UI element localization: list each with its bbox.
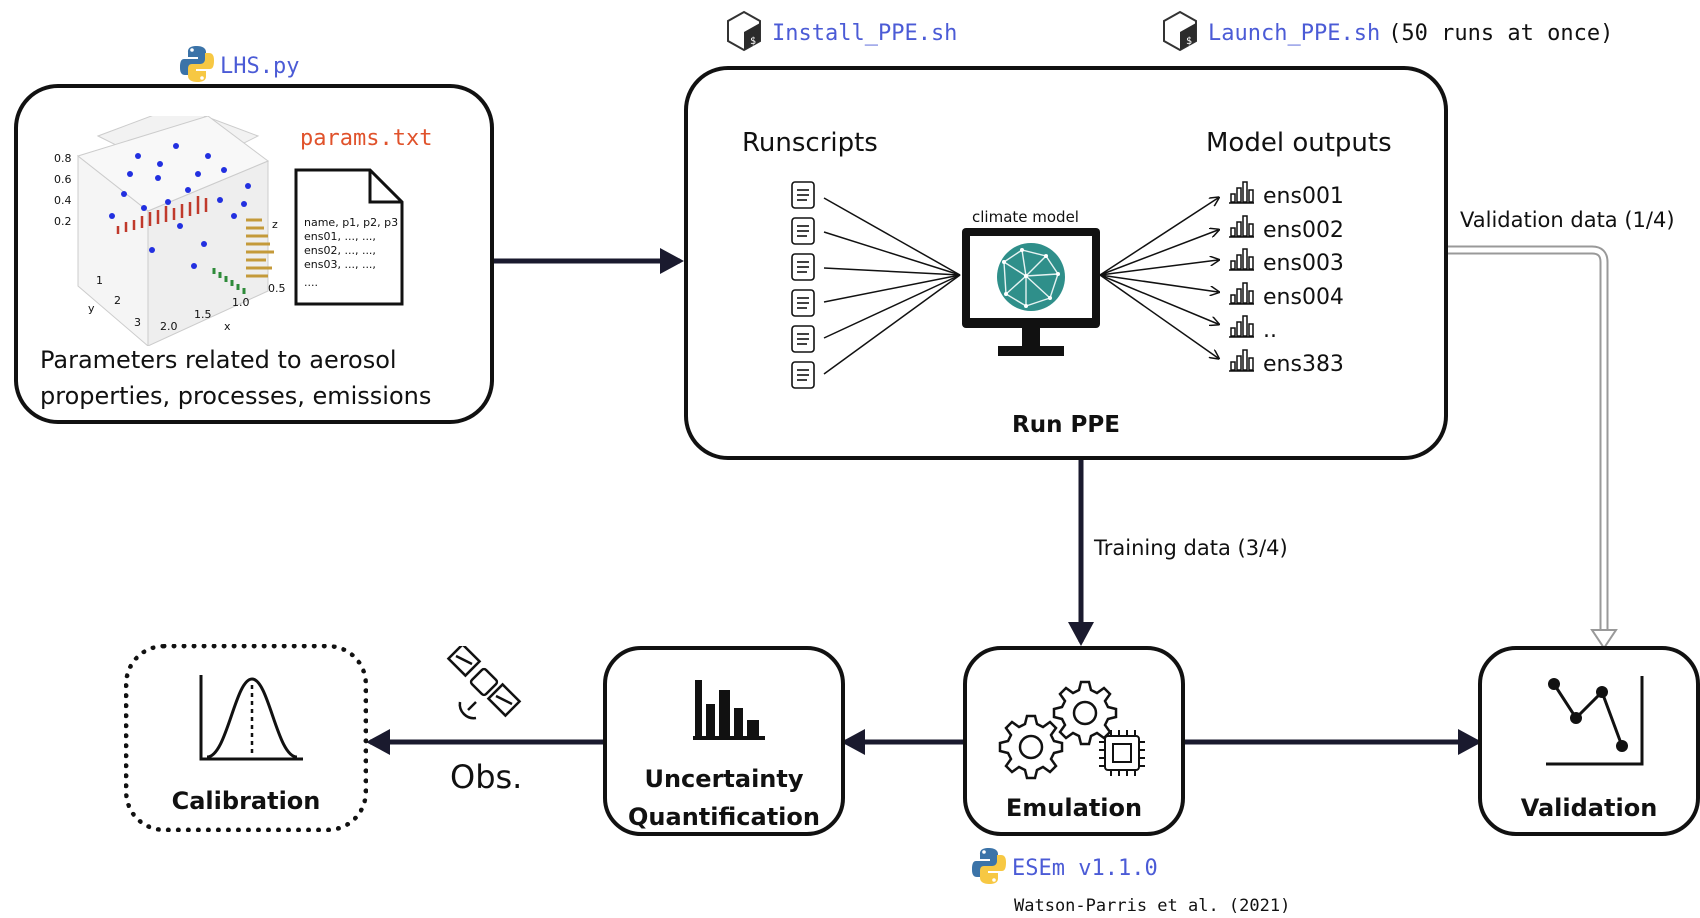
lhs-caption: Parameters related to aerosol properties… (40, 346, 432, 410)
lhs-script-label: LHS.py (178, 44, 299, 88)
z-ticks: 0.8 0.6 0.4 0.2 (54, 152, 72, 228)
model-outputs-list: ens001 ens002 ens003 ens004 .. ens383 (1228, 180, 1344, 381)
model-outputs-heading: Model outputs (1206, 128, 1392, 158)
bar-chart-icon (1228, 180, 1256, 214)
arrow-ppe-to-validation (1447, 245, 1609, 632)
globe-icon (997, 243, 1065, 311)
run-ppe-title: Run PPE (1012, 412, 1120, 438)
climate-model-label: climate model (972, 208, 1079, 226)
emulation-label: Emulation (1005, 794, 1143, 822)
launch-script-name: Launch_PPE.sh (1208, 20, 1381, 46)
gear-icon (998, 714, 1064, 780)
uq-label: Uncertainty Quantification (628, 765, 820, 831)
launch-script-label: $ Launch_PPE.sh (50 runs at once) (1160, 10, 1613, 56)
emulation-box: Emulation (963, 646, 1185, 836)
calibration-label: Calibration (171, 787, 321, 815)
document-icon (294, 168, 404, 306)
python-icon (970, 846, 1008, 890)
launch-script-note: (50 runs at once) (1388, 20, 1614, 46)
validation-data-label: Validation data (1/4) (1460, 208, 1675, 232)
output-item: ens002 (1228, 214, 1344, 248)
python-icon (178, 44, 216, 88)
line-plot-icon (1546, 676, 1644, 766)
bar-chart-icon (693, 680, 765, 740)
calibration-box: Calibration (124, 644, 368, 832)
shell-script-icon: $ (724, 10, 764, 56)
svg-text:$: $ (750, 36, 756, 47)
shell-script-icon: $ (1160, 10, 1200, 56)
output-item: .. (1228, 314, 1344, 348)
runscripts-heading: Runscripts (742, 128, 878, 158)
validation-box: Validation (1478, 646, 1700, 836)
satellite-icon (446, 646, 522, 720)
chip-icon (1099, 730, 1145, 776)
gaussian-curve-icon (199, 675, 303, 761)
lhs-script-name: LHS.py (220, 53, 300, 79)
bar-chart-icon (1228, 314, 1256, 348)
runscript-icons (791, 181, 815, 389)
esem-version: ESEm v1.1.0 (1012, 855, 1158, 881)
output-item: ens004 (1228, 281, 1344, 315)
output-item: ens383 (1228, 348, 1344, 382)
run-ppe-box: Runscripts Model outputs (684, 66, 1448, 460)
esem-script-label: ESEm v1.1.0 (970, 846, 1158, 890)
bar-chart-icon (1228, 348, 1256, 382)
bar-chart-icon (1228, 214, 1256, 248)
uncertainty-quantification-box: Uncertainty Quantification (603, 646, 845, 836)
output-item: ens001 (1228, 180, 1344, 214)
gear-icon (1052, 680, 1118, 746)
bar-chart-icon (1228, 247, 1256, 281)
lhs-box: 0.8 0.6 0.4 0.2 1 2 3 y 2.0 1.5 1.0 0.5 … (14, 84, 494, 424)
bar-chart-icon (1228, 281, 1256, 315)
output-item: ens003 (1228, 247, 1344, 281)
svg-text:$: $ (1186, 36, 1192, 47)
citation: Watson-Parris et al. (2021) (1014, 896, 1291, 916)
lhs-sample-plot (76, 116, 274, 346)
params-file-content: name, p1, p2, p3 ens01, ..., ..., ens02,… (304, 216, 399, 289)
install-script-label: $ Install_PPE.sh (724, 10, 957, 56)
ppe-fan-lines (823, 70, 1452, 375)
validation-label: Validation (1520, 794, 1658, 822)
monitor-icon (962, 228, 1100, 356)
params-file-name: params.txt (300, 126, 433, 151)
obs-label: Obs. (450, 758, 523, 796)
training-data-label: Training data (3/4) (1094, 536, 1288, 560)
emulation-icons (998, 680, 1145, 780)
install-script-name: Install_PPE.sh (772, 20, 958, 46)
